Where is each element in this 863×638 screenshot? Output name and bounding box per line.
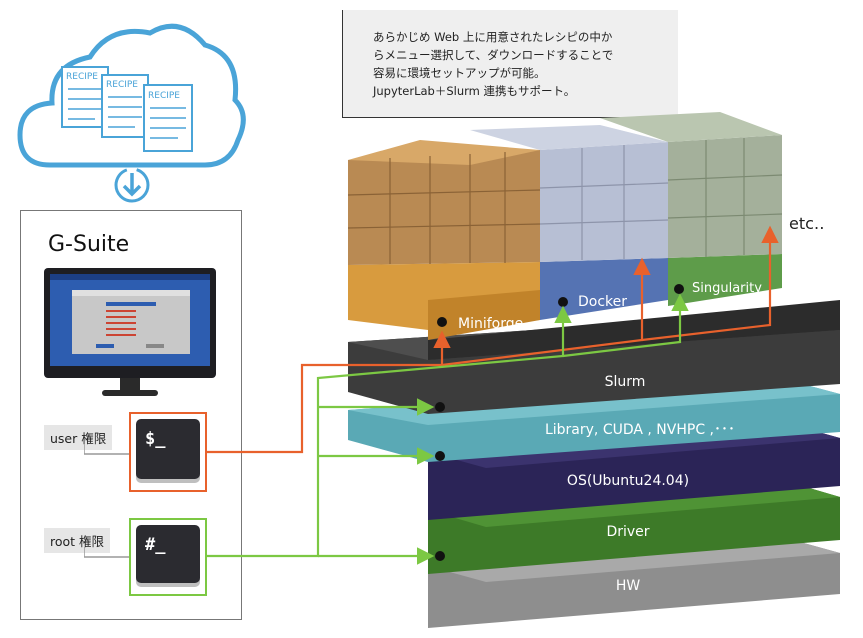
callout-line: JupyterLab＋Slurm 連携もサポート。 <box>373 84 576 98</box>
miniforge-label: Miniforge <box>458 316 523 332</box>
layer-slurm-label: Slurm <box>605 374 646 390</box>
user-arrows <box>207 225 779 454</box>
download-icon <box>114 167 150 203</box>
callout-line: らメニュー選択して、ダウンロードすることで <box>373 48 614 62</box>
miniforge-blocks <box>347 140 541 265</box>
layer-driver-label: Driver <box>606 524 649 540</box>
stack-top-plate <box>428 300 840 360</box>
root-permission-label: root 権限 <box>44 528 111 553</box>
container-singularity: Singularity <box>668 254 782 306</box>
singularity-label: Singularity <box>692 281 762 296</box>
gsuite-title: G-Suite <box>48 232 130 257</box>
layer-os-label: OS(Ubuntu24.04) <box>567 473 689 489</box>
root-arrows <box>207 293 689 565</box>
root-connector-line <box>84 547 130 558</box>
user-prompt: $_ <box>145 429 166 449</box>
description-callout: あらかじめ Web 上に用意されたレシピの中か らメニュー選択して、ダウンロード… <box>342 10 678 118</box>
monitor-icon <box>44 268 216 396</box>
root-terminal-icon[interactable]: #_ <box>136 525 200 583</box>
root-terminal-frame <box>129 518 207 596</box>
docker-label: Docker <box>578 294 627 310</box>
recipe-cloud: RECIPE RECIPE RECIPE <box>17 23 246 203</box>
user-permission-label: user 権限 <box>44 425 113 450</box>
svg-text:RECIPE: RECIPE <box>106 80 138 90</box>
svg-text:RECIPE: RECIPE <box>66 72 98 82</box>
docker-blocks <box>470 125 669 262</box>
layer-hw-label: HW <box>616 578 641 594</box>
callout-line: 容易に環境セットアップが可能。 <box>373 66 546 80</box>
user-terminal-frame <box>129 412 207 492</box>
recipe-sheet-2: RECIPE <box>101 74 149 138</box>
user-connector-line <box>84 444 130 455</box>
gear-icon <box>435 284 684 561</box>
etc-label: etc‥ <box>789 214 825 233</box>
layer-library-label: Library, CUDA , NVHPC ,･･･ <box>545 422 735 438</box>
svg-text:RECIPE: RECIPE <box>148 91 180 101</box>
recipe-sheet-3: RECIPE <box>143 84 193 152</box>
recipe-sheet-1: RECIPE <box>61 66 109 128</box>
singularity-blocks <box>600 112 783 258</box>
user-terminal-icon[interactable]: $_ <box>136 419 200 479</box>
container-miniforge: Miniforge <box>348 262 540 340</box>
root-prompt: #_ <box>145 535 166 555</box>
callout-line: あらかじめ Web 上に用意されたレシピの中か <box>373 30 613 44</box>
container-docker: Docker <box>540 258 668 320</box>
